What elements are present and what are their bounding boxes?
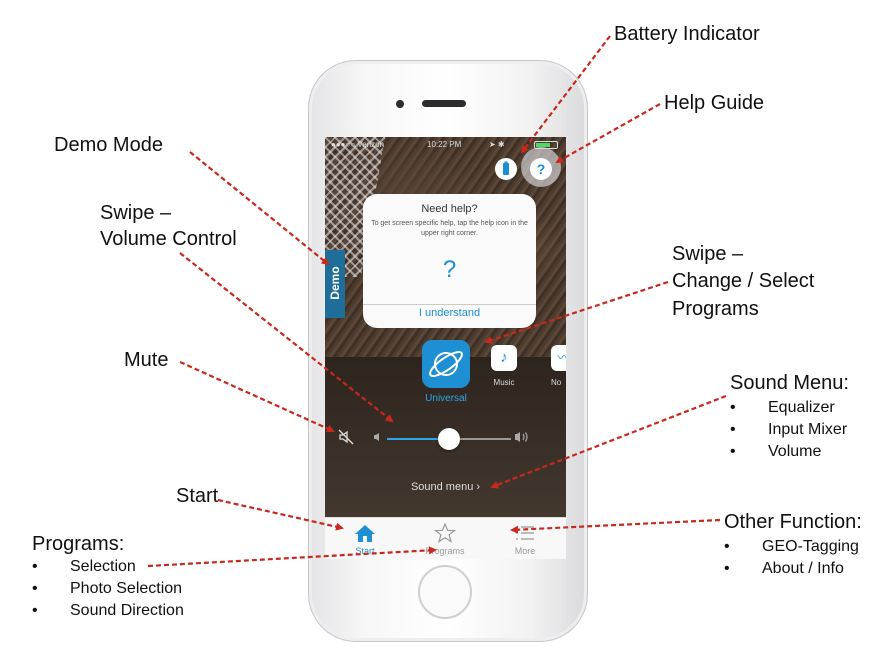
volume-slider-fill: [387, 438, 449, 440]
list-item: Volume: [730, 441, 847, 463]
swipe-volume-callout-line1: Swipe –: [100, 202, 172, 224]
planet-icon: [429, 351, 463, 377]
sound-menu-list: Equalizer Input Mixer Volume: [730, 397, 847, 463]
status-icons: ➤ ✱: [489, 140, 505, 149]
program-music-button[interactable]: ♪: [491, 345, 517, 371]
earpiece-speaker: [422, 100, 466, 107]
demo-label: Demo: [328, 266, 342, 300]
other-function-callout: Other Function:: [724, 511, 862, 533]
tab-more-label: More: [514, 546, 536, 556]
demo-mode-tab[interactable]: Demo: [325, 250, 345, 318]
program-noise-label: No: [551, 378, 562, 387]
list-icon: [516, 526, 534, 540]
carrier-text: ●●●○○ Verizon: [331, 140, 385, 149]
help-dialog-title: Need help?: [421, 203, 478, 215]
help-dialog-body: To get screen specific help, tap the hel…: [371, 220, 528, 237]
battery-icon: [503, 161, 509, 175]
start-callout: Start: [176, 485, 219, 507]
volume-low-icon: [374, 433, 379, 441]
home-button[interactable]: [418, 565, 472, 619]
understand-button[interactable]: I understand: [418, 307, 481, 319]
tab-bar: Start Programs More: [325, 517, 566, 559]
star-icon: [433, 523, 457, 543]
list-item: About / Info: [724, 558, 859, 580]
tab-more[interactable]: More: [485, 518, 565, 559]
tab-programs[interactable]: Programs: [405, 518, 485, 559]
list-item: Equalizer: [730, 397, 847, 419]
swipe-programs-callout-line1: Swipe –: [672, 243, 744, 265]
list-item: Input Mixer: [730, 419, 847, 441]
volume-slider-thumb[interactable]: [438, 428, 460, 450]
music-note-icon: ♪: [500, 349, 508, 366]
program-music-label: Music: [493, 378, 515, 387]
dialog-divider: [363, 304, 536, 305]
volume-high-icon: [515, 432, 528, 442]
help-icon: ?: [536, 161, 546, 177]
programs-callout: Programs:: [32, 533, 125, 555]
clock-text: 10:22 PM: [427, 140, 462, 149]
question-icon: ?: [442, 256, 457, 283]
battery-status-button[interactable]: [495, 158, 517, 180]
home-icon: [355, 525, 375, 542]
list-item: Photo Selection: [32, 578, 184, 600]
program-universal-label: Universal: [425, 393, 467, 404]
swipe-programs-callout-line3: Programs: [672, 298, 759, 320]
swipe-programs-callout-line2: Change / Select: [672, 270, 815, 292]
tab-programs-label: Programs: [425, 546, 465, 556]
program-noise-button[interactable]: 〰: [551, 345, 566, 371]
noise-wave-icon: 〰: [557, 350, 566, 365]
demo-mode-callout: Demo Mode: [54, 134, 163, 156]
mute-icon[interactable]: [337, 428, 355, 446]
sound-menu-callout: Sound Menu:: [730, 372, 849, 394]
battery-indicator-callout: Battery Indicator: [614, 23, 760, 45]
list-item: Sound Direction: [32, 600, 184, 622]
help-guide-callout: Help Guide: [664, 92, 765, 114]
mute-callout: Mute: [124, 349, 169, 371]
program-universal-button[interactable]: [422, 340, 470, 388]
app-screen: ●●●○○ Verizon 10:22 PM ➤ ✱ ? Demo Need h…: [325, 137, 566, 559]
front-camera: [396, 100, 404, 108]
tab-start-label: Start: [355, 546, 375, 556]
help-button[interactable]: ?: [530, 158, 552, 180]
sound-menu-link[interactable]: Sound menu ›: [410, 481, 481, 493]
swipe-volume-callout-line2: Volume Control: [100, 228, 237, 250]
tab-start[interactable]: Start: [325, 518, 405, 559]
list-item: GEO-Tagging: [724, 536, 859, 558]
help-dialog: Need help? To get screen specific help, …: [363, 194, 536, 328]
programs-list: Selection Photo Selection Sound Directio…: [32, 556, 184, 622]
list-item: Selection: [32, 556, 184, 578]
other-function-list: GEO-Tagging About / Info: [724, 536, 859, 580]
